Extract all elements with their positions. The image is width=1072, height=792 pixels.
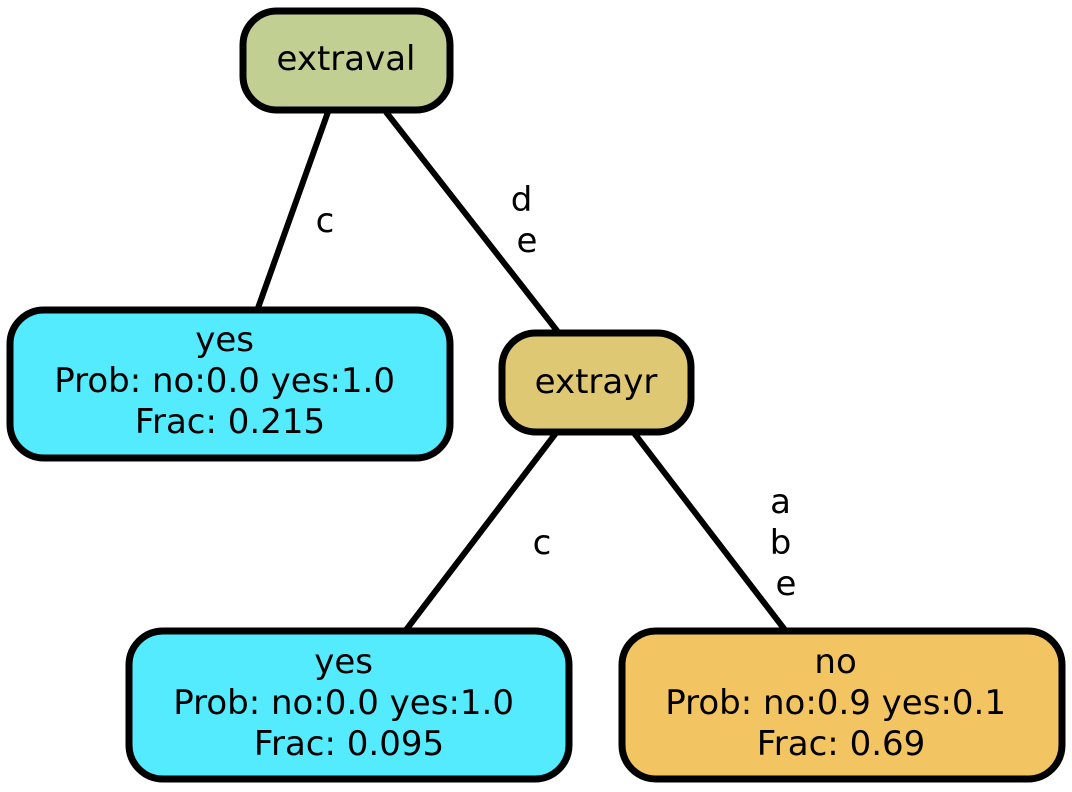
- edge-label-root-to-extrayr: d e: [511, 180, 543, 261]
- edge-label-root-to-yes-1: c: [316, 201, 335, 241]
- node-leaf-yes-1-box: [6, 306, 454, 462]
- node-leaf-no-label: no: [814, 642, 856, 682]
- node-leaf-no: no Prob: no:0.9 yes:0.1 Frac: 0.69: [618, 627, 1066, 783]
- node-leaf-yes-2-frac: Frac: 0.095: [254, 724, 444, 764]
- node-leaf-yes-2: yes Prob: no:0.0 yes:1.0 Frac: 0.095: [125, 627, 573, 783]
- node-leaf-no-box: [618, 627, 1066, 783]
- node-leaf-yes-1-prob: Prob: no:0.0 yes:1.0: [54, 361, 395, 401]
- node-extrayr: extrayr: [498, 329, 695, 436]
- node-leaf-yes-2-label: yes: [314, 642, 373, 682]
- edge-extrayr-to-no: [631, 431, 788, 632]
- node-leaf-yes-1-frac: Frac: 0.215: [135, 402, 325, 442]
- edge-root-to-yes-1: [255, 110, 331, 310]
- node-extraval-box: [239, 7, 454, 114]
- node-extraval: extraval: [239, 7, 454, 114]
- node-leaf-yes-2-text: yes Prob: no:0.0 yes:1.0 Frac: 0.095: [173, 642, 525, 764]
- node-leaf-yes-2-box: [125, 627, 573, 783]
- edge-label-extrayr-to-yes-2: c: [533, 523, 552, 563]
- node-extraval-label: extraval: [277, 39, 416, 79]
- edge-extrayr-to-yes-2: [403, 431, 559, 632]
- edge-label-extrayr-to-no: a b e: [770, 482, 802, 604]
- node-leaf-no-prob: Prob: no:0.9 yes:0.1: [665, 683, 1006, 723]
- node-extrayr-box: [498, 329, 695, 436]
- node-leaf-yes-1-text: yes Prob: no:0.0 yes:1.0 Frac: 0.215: [54, 320, 406, 442]
- node-leaf-yes-1-label: yes: [195, 320, 254, 360]
- node-leaf-no-text: no Prob: no:0.9 yes:0.1 Frac: 0.69: [665, 642, 1017, 764]
- node-extrayr-label: extrayr: [535, 362, 658, 402]
- node-leaf-yes-2-prob: Prob: no:0.0 yes:1.0: [173, 683, 514, 723]
- edge-root-to-extrayr: [383, 110, 561, 334]
- node-leaf-yes-1: yes Prob: no:0.0 yes:1.0 Frac: 0.215: [6, 306, 454, 462]
- node-leaf-no-frac: Frac: 0.69: [757, 724, 926, 764]
